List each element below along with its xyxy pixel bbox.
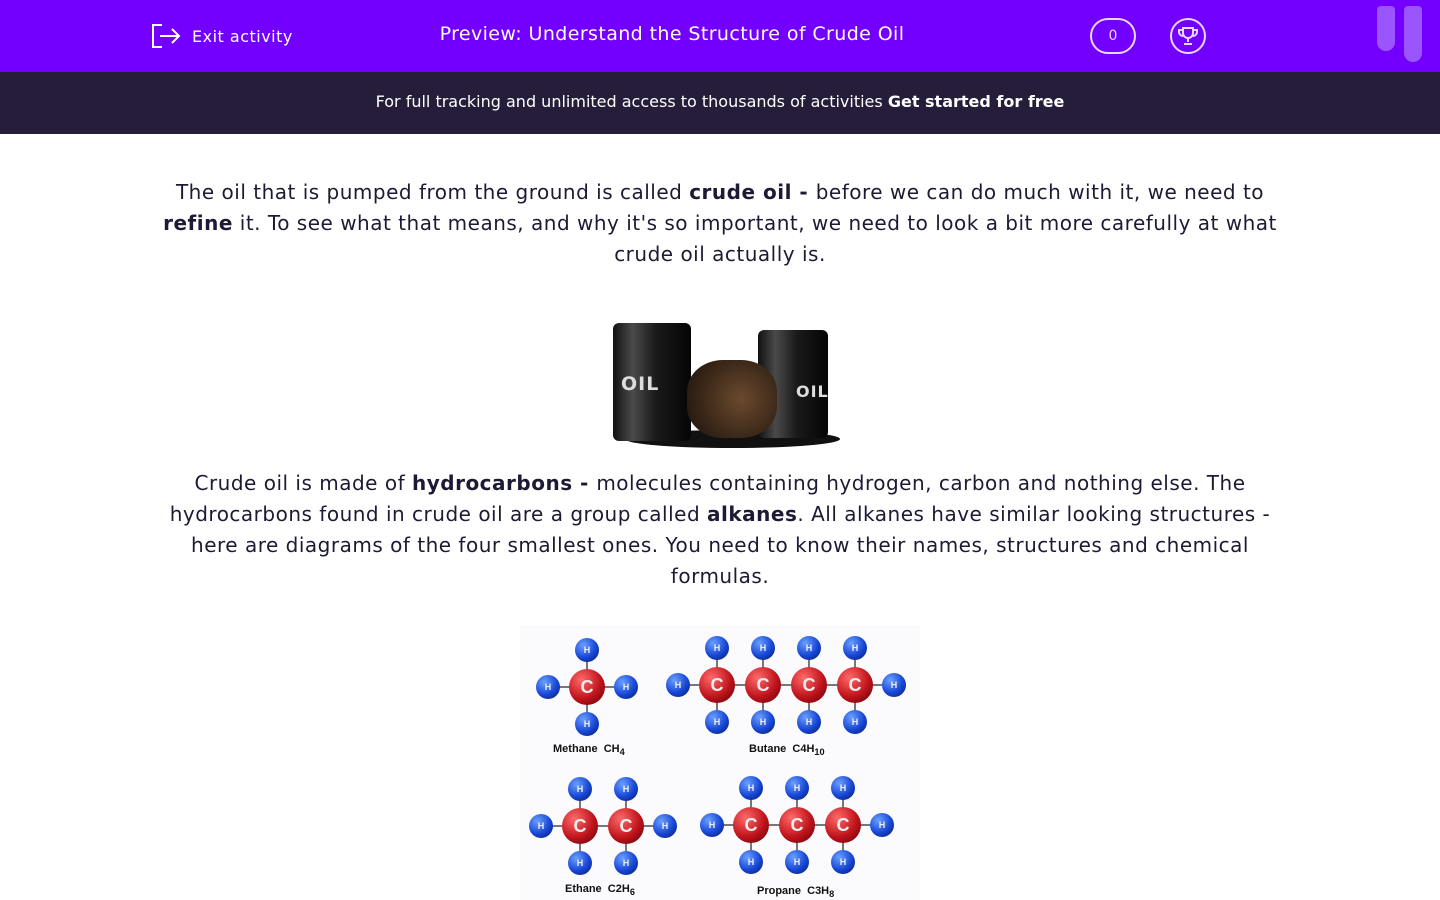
hydrogen-atom: H: [568, 851, 592, 875]
hydrogen-atom: H: [614, 851, 638, 875]
hydrogen-atom: H: [575, 712, 599, 736]
top-bar: Exit activity Preview: Understand the St…: [0, 0, 1440, 72]
molecule-label: Butane C4H10: [749, 743, 825, 757]
bond: [680, 684, 892, 686]
hydrogen-atom: H: [575, 638, 599, 662]
oil-barrels-image: OIL OIL: [595, 318, 845, 453]
text: before we can do much with it, we need t…: [815, 180, 1265, 204]
carbon-atom: C: [608, 808, 644, 844]
formula-subscript: 4: [619, 747, 625, 758]
hydrogen-atom: H: [666, 673, 690, 697]
hydrogen-atom: H: [751, 636, 775, 660]
hydrogen-atom: H: [843, 710, 867, 734]
carbon-atom: C: [837, 667, 873, 703]
hydrogen-atom: H: [614, 777, 638, 801]
trophy-icon: [1178, 27, 1198, 45]
hydrogen-atom: H: [700, 813, 724, 837]
bold-text: crude oil -: [689, 180, 816, 204]
test-tube-icon: [1377, 6, 1395, 51]
carbon-atom: C: [562, 808, 598, 844]
carbon-atom: C: [825, 807, 861, 843]
text: Crude oil is made of: [194, 471, 412, 495]
bold-text: alkanes: [707, 502, 798, 526]
molecule-formula: CH: [603, 743, 620, 755]
molecule-label: Methane CH4: [553, 743, 625, 757]
exit-icon: [152, 24, 181, 48]
exit-activity-button[interactable]: Exit activity: [150, 22, 293, 50]
hydrogen-atom: H: [797, 710, 821, 734]
hydrogen-atom: H: [785, 776, 809, 800]
formula-subscript: 10: [814, 747, 825, 758]
text: . All alkanes have similar looking struc…: [191, 502, 1271, 588]
molecule-formula: C2H: [607, 883, 630, 895]
text: it. To see what that means, and why it's…: [232, 211, 1277, 266]
formula-subscript: 6: [629, 887, 635, 898]
banner-text: For full tracking and unlimited access t…: [375, 92, 888, 111]
text: The oil that is pumped from the ground i…: [175, 180, 690, 204]
intro-paragraph: The oil that is pumped from the ground i…: [150, 177, 1290, 270]
body-paragraph: Crude oil is made of hydrocarbons - mole…: [150, 468, 1290, 592]
bold-text: hydrocarbons -: [411, 471, 597, 495]
molecule-formula: C4H: [792, 743, 815, 755]
carbon-atom: C: [699, 667, 735, 703]
get-started-link[interactable]: Get started for free: [887, 92, 1065, 111]
carbon-atom: C: [569, 669, 605, 705]
hydrogen-atom: H: [653, 814, 677, 838]
molecule-name: Ethane: [565, 883, 608, 895]
trophy-button[interactable]: [1170, 18, 1206, 54]
hydrogen-atom: H: [751, 710, 775, 734]
bond: [543, 825, 663, 827]
molecule-formula: C3H: [807, 885, 830, 897]
carbon-atom: C: [779, 807, 815, 843]
hydrogen-atom: H: [870, 813, 894, 837]
hydrogen-atom: H: [831, 776, 855, 800]
molecule-label: Ethane C2H6: [565, 883, 635, 897]
signup-banner: For full tracking and unlimited access t…: [0, 72, 1440, 134]
hydrogen-atom: H: [536, 675, 560, 699]
hydrogen-atom: H: [797, 636, 821, 660]
molecule-name: Methane: [553, 743, 604, 755]
hydrogen-atom: H: [882, 673, 906, 697]
hydrogen-atom: H: [739, 776, 763, 800]
molecule-name: Butane: [749, 743, 793, 755]
hydrogen-atom: H: [785, 850, 809, 874]
page-title: Preview: Understand the Structure of Cru…: [439, 23, 905, 45]
hydrogen-atom: H: [705, 636, 729, 660]
hydrogen-atom: H: [568, 777, 592, 801]
molecule-label: Propane C3H8: [757, 885, 834, 899]
formula-subscript: 8: [829, 889, 835, 900]
carbon-atom: C: [791, 667, 827, 703]
carbon-atom: C: [733, 807, 769, 843]
hydrogen-atom: H: [614, 675, 638, 699]
hydrogen-atom: H: [705, 710, 729, 734]
hydrogen-atom: H: [739, 850, 763, 874]
molecule-name: Propane: [757, 885, 808, 897]
text: molecules containing hydrogen, carbon an…: [169, 471, 1246, 526]
exit-label: Exit activity: [192, 26, 293, 46]
score-badge: 0: [1090, 18, 1136, 54]
hydrogen-atom: H: [843, 636, 867, 660]
hydrogen-atom: H: [529, 814, 553, 838]
bold-text: refine: [163, 211, 233, 235]
hydrogen-atom: H: [831, 850, 855, 874]
carbon-atom: C: [745, 667, 781, 703]
test-tube-icon: [1404, 6, 1422, 62]
